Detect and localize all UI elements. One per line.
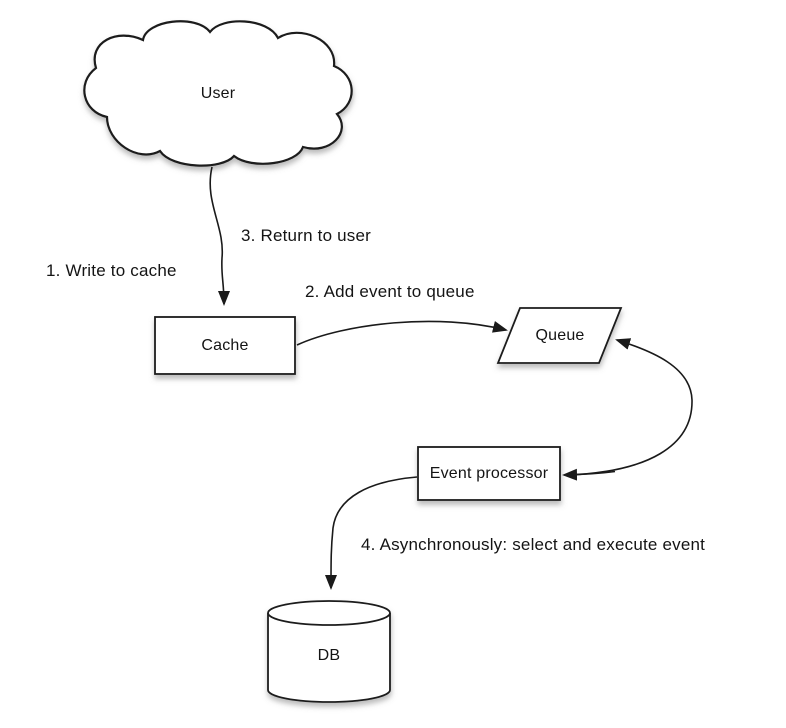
user-cloud-shape xyxy=(83,20,353,167)
event-processor-box-shape xyxy=(417,446,561,501)
queue-parallelogram-shape xyxy=(496,307,623,364)
arrow-queue-event-processor xyxy=(566,338,693,476)
node-label-event-processor: Event processor xyxy=(429,465,549,482)
edge-label-step-1: 1. Write to cache xyxy=(46,261,177,280)
node-label-queue: Queue xyxy=(535,327,585,344)
arrow-cache-to-queue xyxy=(296,320,508,346)
cache-box-shape xyxy=(154,316,296,375)
node-label-user: User xyxy=(200,85,236,102)
edge-label-step-2: 2. Add event to queue xyxy=(305,282,475,301)
arrow-event-processor-head-stub xyxy=(562,468,616,481)
node-label-db: DB xyxy=(317,647,341,664)
arrow-user-to-cache xyxy=(209,166,230,306)
edge-label-step-4: 4. Asynchronously: select and execute ev… xyxy=(361,535,706,554)
edge-label-step-3: 3. Return to user xyxy=(241,226,372,245)
arrow-event-processor-to-db xyxy=(325,476,418,590)
node-label-cache: Cache xyxy=(201,337,249,354)
db-cylinder-shape xyxy=(267,600,391,703)
